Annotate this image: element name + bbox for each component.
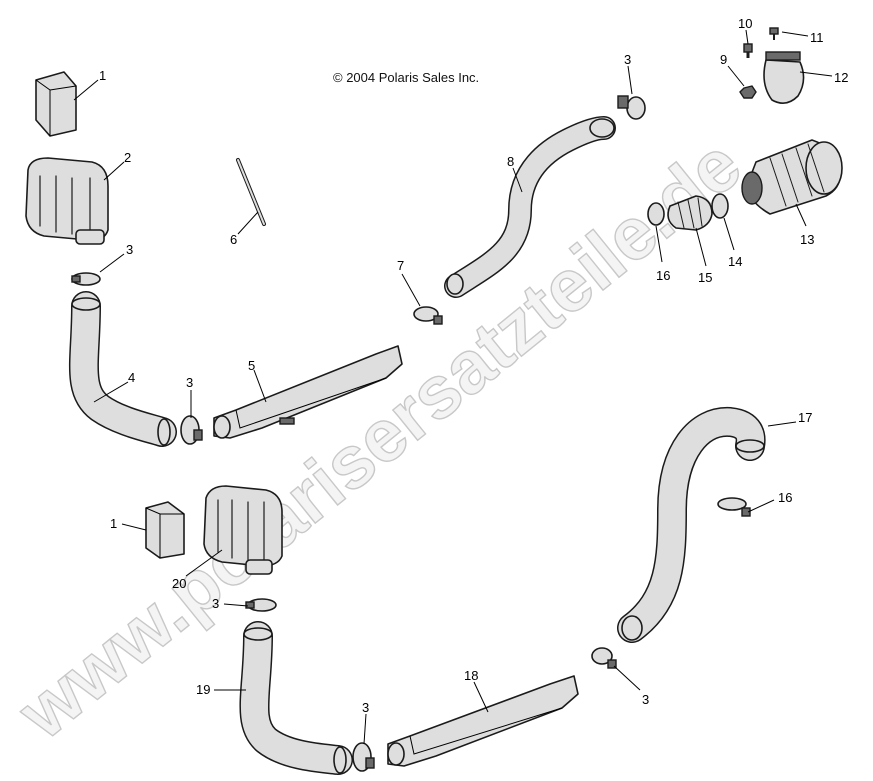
part-5-intake-duct-upper (213, 345, 403, 439)
part-3-clamp-b (180, 415, 203, 445)
part-18-intake-duct-lower (387, 675, 579, 767)
callout-3-a: 3 (126, 242, 133, 257)
callout-11: 11 (810, 30, 824, 45)
callout-18: 18 (464, 668, 478, 683)
callout-9: 9 (720, 52, 727, 67)
callout-3-e: 3 (362, 700, 369, 715)
watermark-text: www.polarisersatzteile.de (2, 122, 756, 755)
callout-14: 14 (728, 254, 742, 269)
callout-labels: 1 2 3 4 3 5 6 7 8 3 9 10 11 12 13 14 15 … (99, 16, 848, 715)
callout-3-c: 3 (624, 52, 631, 67)
callout-16-lower: 16 (778, 490, 792, 505)
part-6-tie-strap (236, 158, 266, 226)
part-16-clamp-upper (647, 202, 665, 226)
part-8-hose (444, 116, 616, 298)
copyright-notice: © 2004 Polaris Sales Inc. (333, 70, 480, 85)
part-17-hose (617, 406, 766, 643)
part-3-clamp-d (245, 598, 277, 612)
callout-4: 4 (128, 370, 135, 385)
part-9-nut (739, 85, 757, 99)
part-1-foam-block-upper (35, 71, 77, 137)
part-15-coupler (667, 195, 713, 231)
callout-16-upper: 16 (656, 268, 670, 283)
part-1-foam-block-lower (145, 501, 185, 559)
part-16-clamp-lower (717, 497, 751, 517)
callout-5: 5 (248, 358, 255, 373)
part-19-hose (239, 621, 353, 775)
callout-10: 10 (738, 16, 752, 31)
callout-8: 8 (507, 154, 514, 169)
part-12-bracket-clamp (763, 51, 805, 104)
part-4-hose-upper (68, 291, 177, 447)
callout-17: 17 (798, 410, 812, 425)
callout-3-f: 3 (642, 692, 649, 707)
callout-3-d: 3 (212, 596, 219, 611)
callout-2: 2 (124, 150, 131, 165)
callout-13: 13 (800, 232, 814, 247)
callout-19: 19 (196, 682, 210, 697)
part-7-clamp (413, 306, 443, 325)
part-2-airbox-upper (25, 157, 109, 245)
part-11-screw (769, 27, 779, 40)
part-13-air-filter (741, 139, 843, 215)
part-20-airbox-lower (203, 485, 283, 575)
callout-7: 7 (397, 258, 404, 273)
leader-lines (73, 29, 833, 745)
part-3-clamp-c (617, 95, 646, 120)
callout-12: 12 (834, 70, 848, 85)
callout-15: 15 (698, 270, 712, 285)
part-10-bolt (743, 43, 753, 58)
callout-1-upper: 1 (99, 68, 106, 83)
callout-3-b: 3 (186, 375, 193, 390)
callout-20: 20 (172, 576, 186, 591)
part-3-clamp-a (71, 272, 101, 286)
part-3-clamp-f (591, 647, 617, 669)
callout-6: 6 (230, 232, 237, 247)
part-3-clamp-e (352, 742, 375, 772)
callout-1-lower: 1 (110, 516, 117, 531)
part-14-clamp (711, 193, 729, 219)
